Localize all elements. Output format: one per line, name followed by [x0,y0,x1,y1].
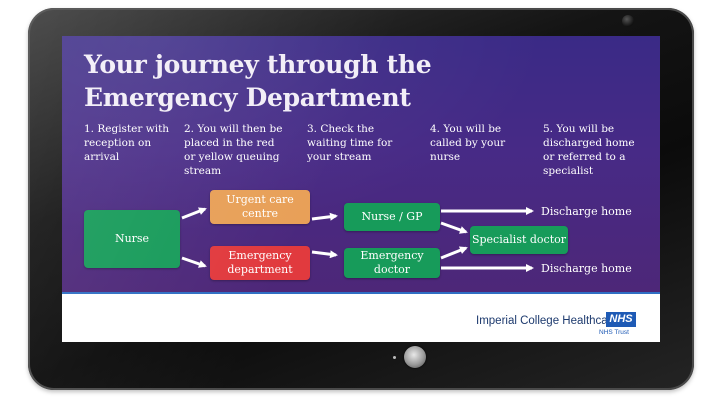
emergency-department-box: Emergency department [210,246,310,280]
status-led-icon [393,356,396,359]
step-5-line: 5. You will be [543,123,615,135]
emergency-department-label: Emergency [228,249,292,262]
urgent-care-label: Urgent care [226,193,294,206]
urgent-care-label: centre [242,207,278,220]
emergency-doctor-box: Emergency doctor [344,248,440,278]
specialist-doctor-box: Specialist doctor [470,226,568,254]
title-line-1: Your journey through the [84,50,432,79]
step-4: 4. You will be called by your nurse [430,122,505,164]
discharge-home-bottom: Discharge home [541,262,632,275]
arrow-nurse-to-emergency [181,256,207,268]
step-5-line: discharged home [543,137,635,149]
arrow-gp-to-specialist [440,221,468,234]
step-3-line: your stream [307,151,372,163]
step-2-line: placed in the red [184,137,275,149]
step-4-line: nurse [430,151,461,163]
nurse-gp-box: Nurse / GP [344,203,440,231]
arrow-emergency-to-doctor [311,250,338,259]
step-3-line: waiting time for [307,137,393,149]
footer-divider [62,292,660,294]
emergency-doctor-label: Emergency [360,249,424,262]
step-4-line: called by your [430,137,506,149]
power-button-icon[interactable] [404,346,426,368]
nurse-box: Nurse [84,210,180,268]
nurse-label: Nurse [114,232,150,245]
nurse-gp-label: Nurse / GP [361,210,423,223]
nhs-logo-badge: NHS [606,312,636,327]
step-1-line: arrival [84,151,120,163]
emergency-doctor-label: doctor [373,263,411,276]
step-3: 3. Check the waiting time for your strea… [307,122,392,164]
step-2-line: or yellow queuing [184,151,280,163]
camera-icon [622,15,634,27]
title-line-2: Emergency Department [84,83,411,112]
flow-arrows [181,207,534,272]
specialist-doctor-label: Specialist doctor [471,233,567,246]
step-3-line: 3. Check the [307,123,375,135]
arrow-urgent-to-gp [311,212,338,221]
step-1: 1. Register with reception on arrival [84,122,169,164]
emergency-department-label: department [227,263,293,276]
step-5-line: or referred to a [543,151,626,163]
step-5-line: specialist [543,165,594,177]
slide-title: Your journey through the Emergency Depar… [84,48,644,114]
discharge-home-top: Discharge home [541,205,632,218]
arrow-doctor-to-specialist [440,246,468,260]
arrow-nurse-to-urgent [181,207,207,220]
step-1-line: 1. Register with [84,123,170,135]
step-2-line: stream [184,165,222,177]
step-4-line: 4. You will be [430,123,502,135]
trust-name: Imperial College Healthcare [476,315,618,327]
display-screen: Your journey through the Emergency Depar… [62,36,660,342]
nhs-trust-label: NHS Trust [599,329,629,336]
step-2: 2. You will then be placed in the red or… [184,122,282,178]
step-1-line: reception on [84,137,152,149]
step-2-line: 2. You will then be [184,123,283,135]
urgent-care-box: Urgent care centre [210,190,310,224]
step-5: 5. You will be discharged home or referr… [543,122,635,178]
